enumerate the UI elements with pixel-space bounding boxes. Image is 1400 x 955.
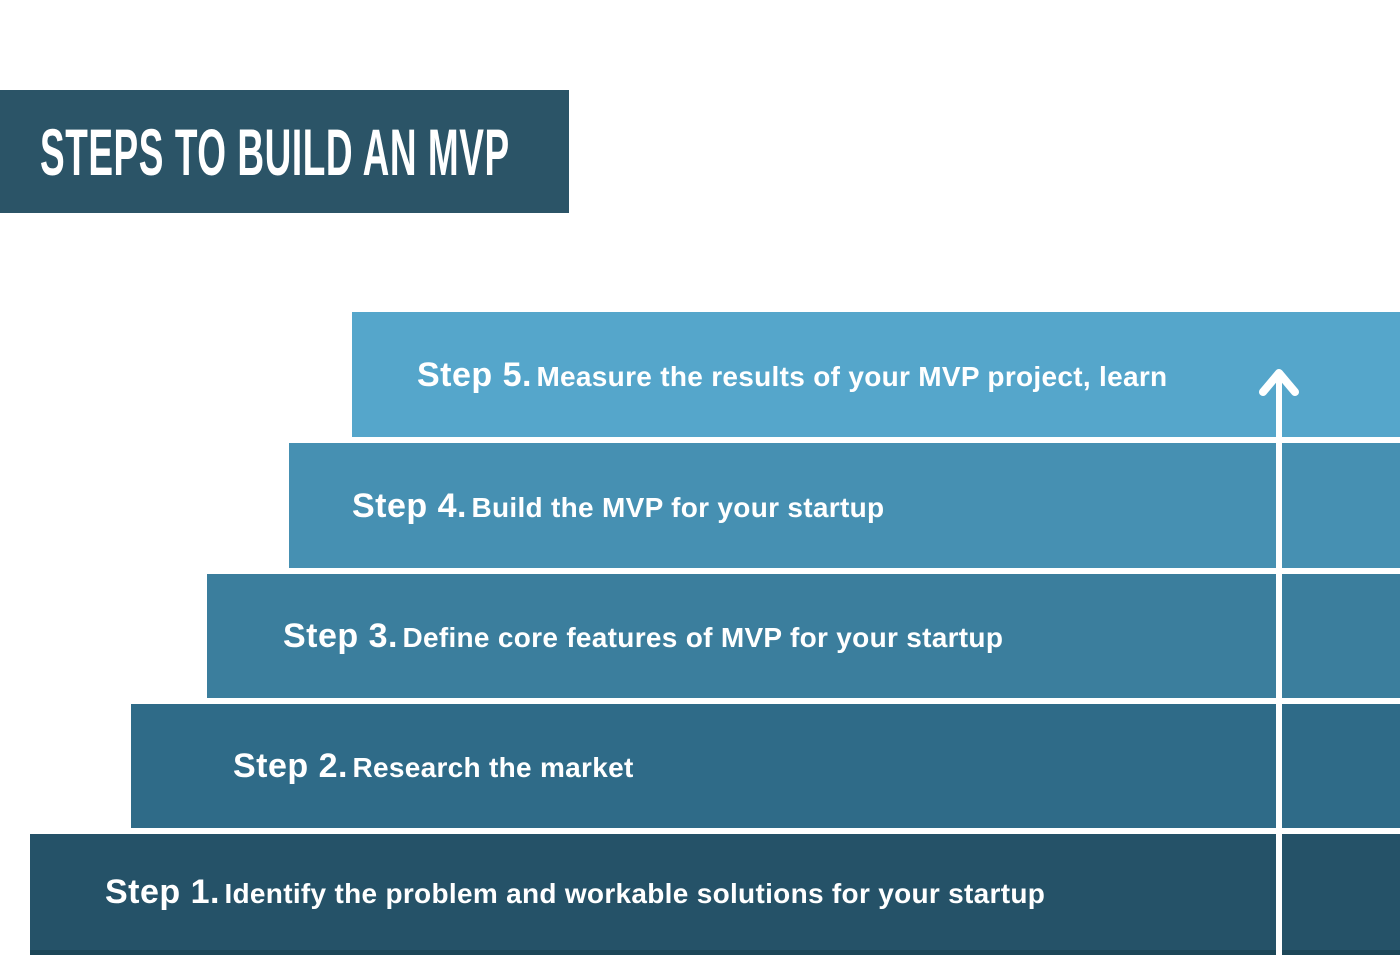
step-4-number: Step 4. bbox=[352, 486, 467, 525]
step-2-number: Step 2. bbox=[233, 747, 348, 785]
step-4-label: Step 4. Build the MVP for your startup bbox=[352, 489, 884, 523]
step-1-label: Step 1. Identify the problem and workabl… bbox=[105, 875, 1045, 909]
step-3-description: Define core features of MVP for your sta… bbox=[402, 622, 1004, 653]
step-5-description: Measure the results of your MVP project,… bbox=[536, 360, 1168, 392]
step-3-label: Step 3. Define core features of MVP for … bbox=[283, 619, 1003, 653]
page-title: STEPS TO BUILD AN MVP bbox=[40, 114, 510, 189]
step-bar-4: Step 4. Build the MVP for your startup bbox=[289, 443, 1400, 568]
step-1-description: Identify the problem and workable soluti… bbox=[224, 878, 1046, 909]
step-2-label: Step 2. Research the market bbox=[233, 749, 634, 783]
step-4-description: Build the MVP for your startup bbox=[471, 491, 885, 523]
step-bar-5: Step 5. Measure the results of your MVP … bbox=[352, 312, 1400, 437]
step-bar-2: Step 2. Research the market bbox=[131, 704, 1400, 828]
step-5-label: Step 5. Measure the results of your MVP … bbox=[417, 358, 1167, 392]
step-3-number: Step 3. bbox=[283, 617, 398, 655]
step-2-description: Research the market bbox=[352, 752, 634, 783]
step-1-number: Step 1. bbox=[105, 873, 220, 911]
title-banner: STEPS TO BUILD AN MVP bbox=[0, 90, 569, 213]
step-5-number: Step 5. bbox=[417, 355, 532, 394]
step-bar-1: Step 1. Identify the problem and workabl… bbox=[30, 834, 1400, 955]
step-bar-3: Step 3. Define core features of MVP for … bbox=[207, 574, 1400, 698]
